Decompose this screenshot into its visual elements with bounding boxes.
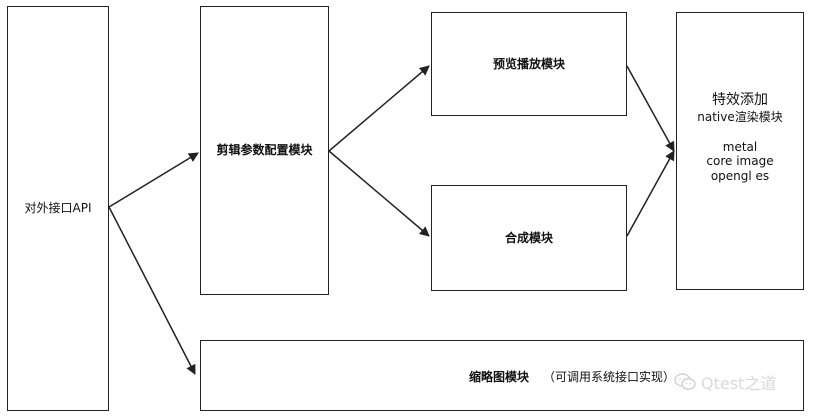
arrow-api-to-config	[108, 152, 199, 208]
config-module-label: 剪辑参数配置模块	[216, 143, 313, 158]
effects-item-metal: metal	[722, 139, 758, 154]
watermark: Qtest之道	[674, 370, 776, 394]
thumbnail-module-box: 缩略图模块 （可调用系统接口实现）	[200, 340, 804, 411]
thumbnail-module-note: （可调用系统接口实现）	[543, 370, 676, 384]
thumbnail-module-title: 缩略图模块	[469, 370, 530, 384]
arrow-preview-to-effects	[626, 65, 675, 152]
effects-module-content: 特效添加 native渲染模块 metal core image opengl …	[697, 91, 782, 183]
api-module-label: 对外接口API	[24, 201, 92, 216]
api-module-box: 对外接口API	[7, 6, 109, 411]
effects-item-core-image: core image	[706, 154, 774, 169]
arrow-config-to-preview	[328, 65, 430, 152]
thumbnail-module-text: 缩略图模块 （可调用系统接口实现）	[469, 368, 675, 385]
arrow-compose-to-effects	[626, 150, 675, 237]
wechat-icon	[674, 373, 696, 390]
watermark-text: Qtest之道	[701, 374, 777, 393]
config-module-box: 剪辑参数配置模块	[200, 6, 329, 295]
preview-module-label: 预览播放模块	[492, 56, 565, 71]
compose-module-label: 合成模块	[504, 230, 553, 245]
effects-module-title: 特效添加	[711, 92, 768, 108]
arrow-api-to-thumbnail	[108, 206, 196, 375]
effects-module-box: 特效添加 native渲染模块 metal core image opengl …	[676, 12, 804, 290]
arrow-config-to-compose	[328, 150, 430, 237]
effects-module-subtitle: native渲染模块	[697, 110, 783, 125]
preview-module-box: 预览播放模块	[431, 12, 627, 116]
compose-module-box: 合成模块	[431, 185, 627, 291]
effects-item-opengl-es: opengl es	[710, 168, 770, 183]
